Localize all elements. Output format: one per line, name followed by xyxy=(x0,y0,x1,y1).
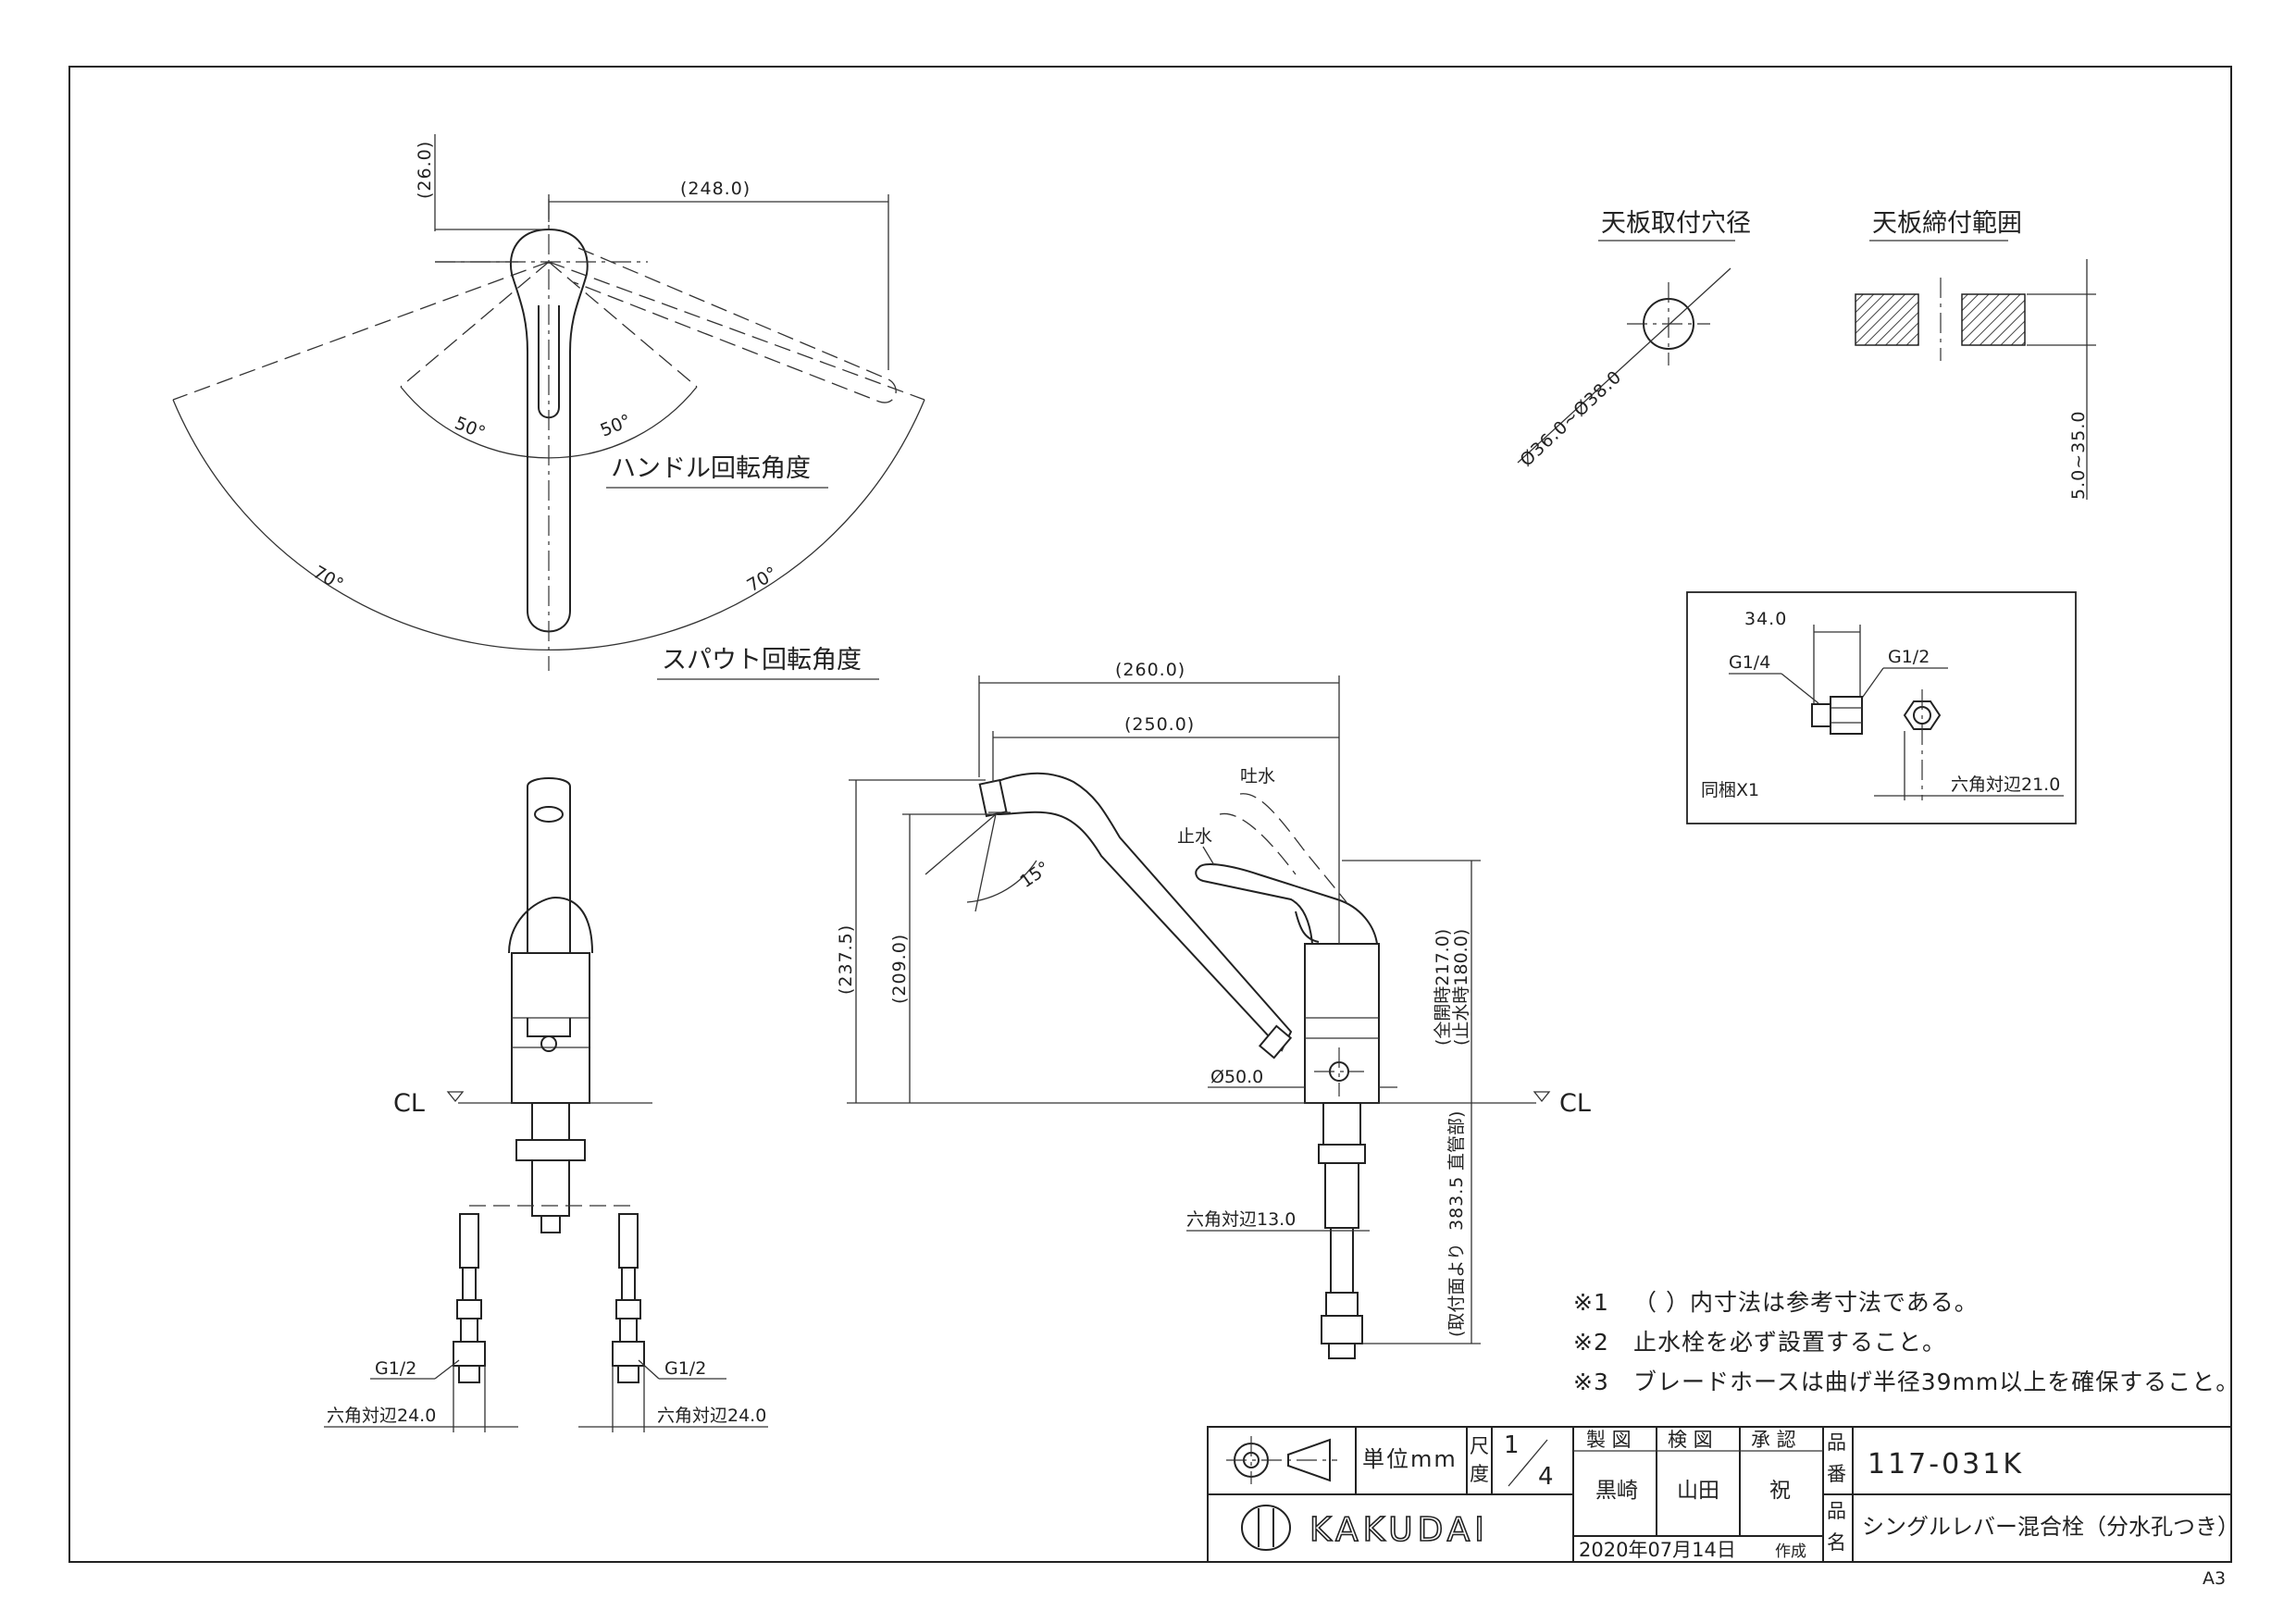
notes: ※1 （ ）内寸法は参考寸法である。 ※2 止水栓を必ず設置すること。 ※3 ブ… xyxy=(1573,1289,2240,1395)
side-hex13: 六角対辺13.0 xyxy=(1186,1209,1296,1230)
side-label-open: 吐水 xyxy=(1240,766,1275,787)
tb-role-approve: 承 認 xyxy=(1751,1429,1796,1451)
accessory-box: 34.0 G1/4 G1/2 六角対辺21.0 同梱X1 xyxy=(1686,591,2077,824)
acc-dim-34: 34.0 xyxy=(1744,609,1787,629)
side-angle-15: 15° xyxy=(1016,858,1053,892)
tb-part-no: 117-031K xyxy=(1868,1448,2024,1481)
side-handle xyxy=(1195,863,1379,945)
accessory-box-frame xyxy=(1686,591,2077,824)
side-spout xyxy=(987,772,1293,1052)
note-2-mark: ※2 xyxy=(1573,1329,1609,1356)
side-dim-3835-from: (取付面より xyxy=(1446,1243,1467,1337)
clamp-range-hatch-left xyxy=(1855,293,1919,346)
dim-height: (26.0) xyxy=(415,141,435,199)
angle-handle-right: 50° xyxy=(598,411,634,441)
label-handle-rotation: ハンドル回転角度 xyxy=(611,454,811,483)
tb-created: 作成 xyxy=(1775,1542,1806,1561)
tb-scale-num: 1 xyxy=(1504,1431,1520,1459)
tb-part-no-label-1: 品 xyxy=(1827,1431,1846,1454)
clamp-range-dim: 5.0~35.0 xyxy=(2068,411,2089,500)
clamp-range-hatch-right xyxy=(1961,293,2026,346)
mount-hole-dim: Ø36.0~Ø38.0 xyxy=(1516,366,1625,471)
side-dim-250: (250.0) xyxy=(1124,714,1195,735)
note-3-text: ブレードホースは曲げ半径39mm以上を確保すること。 xyxy=(1633,1369,2240,1395)
side-dim-stop: (止水時180.0) xyxy=(1451,929,1471,1046)
side-dim-3835-to: 直管部) xyxy=(1446,1111,1467,1171)
side-cl: CL xyxy=(1559,1089,1591,1118)
acc-adapter-large xyxy=(1830,696,1863,735)
drawing-border xyxy=(68,66,2232,1563)
front-view: CL G1/2 G1/2 xyxy=(324,777,768,1432)
tb-name-draw: 黒崎 xyxy=(1595,1479,1638,1503)
title-block: 単位mm 尺 度 1 4 製 図 検 図 承 認 黒崎 山田 祝 品 番 117… xyxy=(1207,1426,2240,1563)
acc-hex: 六角対辺21.0 xyxy=(1951,774,2060,795)
tb-name-check: 山田 xyxy=(1677,1479,1719,1503)
side-dim-209: (209.0) xyxy=(889,934,910,1004)
clamp-range-detail: 天板締付範囲 5.0~35.0 xyxy=(1855,209,2096,500)
side-view: 15° 吐水 止水 CL Ø50.0 (260.0) (250.0) xyxy=(836,660,1591,1359)
kakudai-logo-icon xyxy=(1241,1505,1291,1551)
side-dim-open: (全開時217.0) xyxy=(1433,929,1453,1046)
front-hex-right: 六角対辺24.0 xyxy=(657,1406,766,1426)
tb-scale-label-1: 尺 xyxy=(1470,1435,1489,1457)
clamp-range-title: 天板締付範囲 xyxy=(1872,209,2022,238)
front-cl: CL xyxy=(393,1089,425,1118)
tb-name-approve: 祝 xyxy=(1769,1479,1791,1503)
front-body xyxy=(511,952,590,1104)
tb-part-no-label-2: 番 xyxy=(1827,1463,1846,1485)
acc-adapter-small xyxy=(1811,703,1831,727)
side-dim-2375: (237.5) xyxy=(836,924,856,995)
note-3-mark: ※3 xyxy=(1573,1369,1609,1395)
note-2-text: 止水栓を必ず設置すること。 xyxy=(1633,1329,1946,1356)
tb-role-draw: 製 図 xyxy=(1586,1429,1632,1451)
side-label-stop: 止水 xyxy=(1177,826,1212,847)
top-view: (26.0) (248.0) 50° 50° 70° 70° ハンドル回転角度 … xyxy=(172,134,925,680)
tb-scale-label-2: 度 xyxy=(1470,1463,1489,1485)
tb-part-name-label-2: 名 xyxy=(1827,1531,1846,1554)
tb-scale-den: 4 xyxy=(1538,1463,1554,1491)
tb-brand: KAKUDAI xyxy=(1309,1511,1489,1549)
tb-part-name-label-1: 品 xyxy=(1827,1500,1846,1522)
mount-hole-detail: 天板取付穴径 Ø36.0~Ø38.0 xyxy=(1516,209,1751,471)
tb-unit: 単位mm xyxy=(1362,1446,1458,1472)
dim-reach: (248.0) xyxy=(680,179,751,199)
acc-g12: G1/2 xyxy=(1888,647,1930,667)
front-hose-left xyxy=(453,1213,486,1383)
angle-handle-left: 50° xyxy=(452,413,488,443)
mount-hole-title: 天板取付穴径 xyxy=(1601,209,1751,238)
tb-role-check: 検 図 xyxy=(1668,1429,1713,1451)
side-dim-260: (260.0) xyxy=(1115,660,1185,680)
front-hose-right xyxy=(612,1213,645,1383)
top-view-spout-body xyxy=(510,228,589,633)
sheet-size: A3 xyxy=(2203,1568,2226,1589)
tb-part-name: シングルレバー混合栓（分水孔つき） xyxy=(1862,1514,2240,1540)
tb-date: 2020年07月14日 xyxy=(1579,1539,1736,1561)
note-1-mark: ※1 xyxy=(1573,1289,1609,1316)
front-g12-left: G1/2 xyxy=(375,1358,416,1379)
note-1-text: （ ）内寸法は参考寸法である。 xyxy=(1633,1289,1979,1316)
angle-spout-right: 70° xyxy=(744,563,781,596)
label-spout-rotation: スパウト回転角度 xyxy=(662,646,862,675)
front-hex-left: 六角対辺24.0 xyxy=(327,1406,436,1426)
front-g12-right: G1/2 xyxy=(664,1358,706,1379)
angle-spout-left: 70° xyxy=(310,562,347,595)
acc-g14: G1/4 xyxy=(1729,652,1770,673)
projection-symbol-icon xyxy=(1226,1436,1337,1484)
side-dia50: Ø50.0 xyxy=(1210,1067,1263,1087)
acc-qty: 同梱X1 xyxy=(1701,780,1759,800)
side-dim-3835: 383.5 xyxy=(1446,1176,1467,1231)
side-body xyxy=(1304,943,1380,1104)
